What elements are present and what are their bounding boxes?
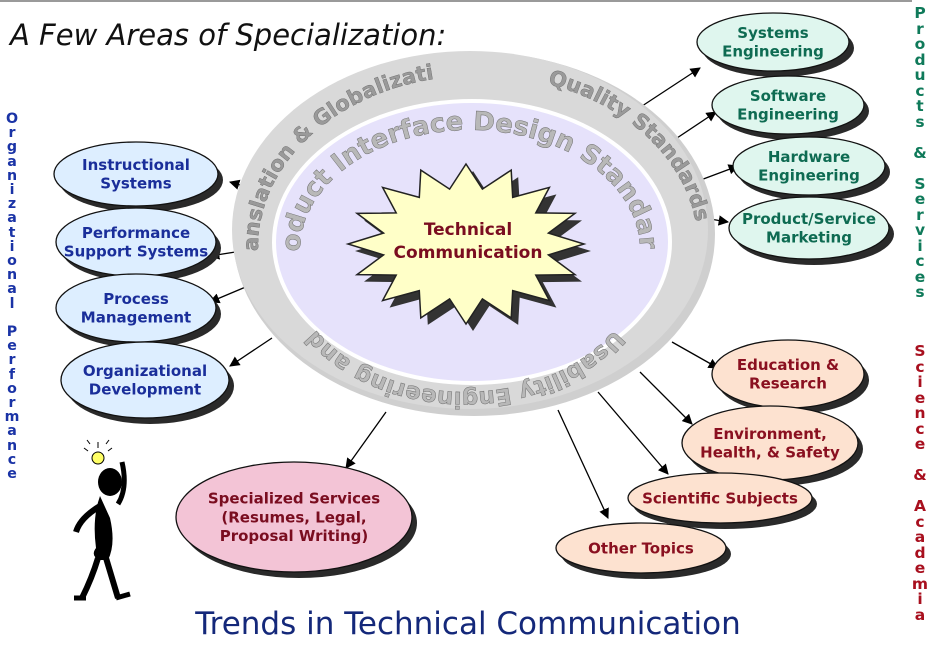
science-academia-node-3-label: Scientific Subjects	[642, 489, 798, 507]
science-academia-node-1-label: Research	[749, 375, 827, 393]
science-academia-node-4-arrow	[557, 409, 609, 519]
sidebar-right-bottom-label: S c i e n c e & A c a d e m i a	[911, 342, 929, 624]
products-services-node-2-label: Engineering	[737, 106, 839, 124]
organizational-performance-node-2-label: Performance	[82, 224, 190, 242]
sidebar-right-top-label: P r o d u c t s & S e r v i c e s	[913, 4, 927, 301]
organizational-performance-node-4-label: Organizational	[83, 362, 207, 380]
science-academia-node-2-label: Health, & Safety	[700, 444, 840, 462]
footer-caption: Trends in Technical Communication	[195, 606, 741, 642]
products-services-node-3-label: Engineering	[758, 167, 860, 185]
science-academia-node-4: Other Topics	[555, 522, 731, 579]
organizational-performance-node-4-label: Development	[89, 381, 201, 399]
science-academia-node-4-label: Other Topics	[588, 539, 694, 557]
products-services-node-3-label: Hardware	[768, 148, 850, 166]
science-academia-node-3: Scientific Subjects	[627, 472, 817, 529]
science-academia-node-1-label: Education &	[737, 356, 839, 374]
organizational-performance-node-3-arrow	[209, 285, 249, 304]
products-services-node-4-label: Marketing	[766, 229, 852, 247]
organizational-performance-node-3-label: Management	[81, 309, 191, 327]
products-services-node-1-arrow	[635, 67, 701, 111]
organizational-performance-node-4-arrow	[229, 337, 273, 367]
specialized-services-node: Specialized Services(Resumes, Legal,Prop…	[175, 461, 417, 578]
science-academia-node-3-arrow	[597, 391, 669, 475]
top-rule	[0, 0, 912, 2]
science-academia-node-1-arrow	[671, 341, 719, 369]
page-title: A Few Areas of Specialization:	[10, 18, 447, 52]
organizational-performance-node-2-label: Support Systems	[64, 243, 209, 261]
sidebar-left-label: O r g a n i z a t i o n a l P e r f o r …	[4, 111, 20, 483]
organizational-performance-node-3-label: Process	[103, 290, 169, 308]
products-services-node-2-label: Software	[750, 87, 826, 105]
core-label-line-1: Technical	[424, 220, 512, 240]
science-academia-node-2: Environment,Health, & Safety	[681, 405, 863, 486]
products-services-node-1-label: Engineering	[722, 43, 824, 61]
core-label-line-2: Communication	[394, 243, 543, 263]
organizational-performance-node-1-label: Instructional	[82, 156, 190, 174]
organizational-performance-node-1-label: Systems	[100, 175, 171, 193]
products-services-node-1-label: Systems	[737, 24, 808, 42]
specialized-services-node-label: Specialized Services	[208, 490, 380, 508]
science-academia-node-2-arrow	[639, 371, 693, 425]
specialized-services-node-label: (Resumes, Legal,	[221, 508, 366, 526]
specialized-services-node-arrow	[345, 411, 387, 469]
specialized-services-node-label: Proposal Writing)	[220, 527, 369, 545]
products-services-node-4-label: Product/Service	[742, 210, 876, 228]
thinking-figure-icon	[73, 439, 131, 601]
science-academia-node-2-label: Environment,	[713, 425, 827, 443]
science-academia-node-1: Education &Research	[711, 339, 869, 414]
core-starburst: Technical Communication	[345, 162, 591, 331]
